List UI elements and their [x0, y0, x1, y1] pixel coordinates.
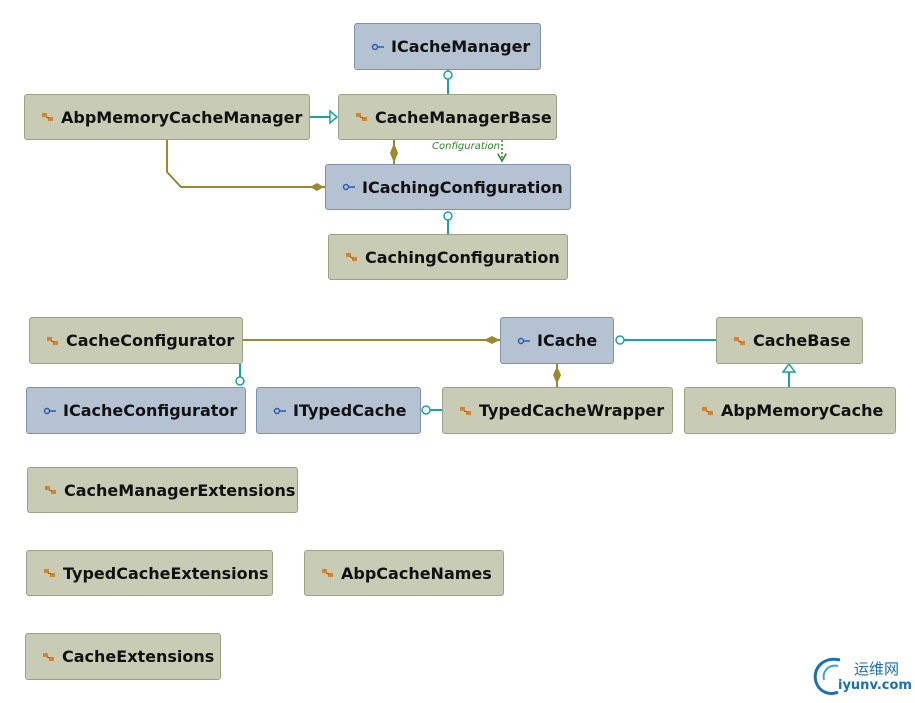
logo-swirl-icon: [813, 657, 841, 696]
node-cachemanagerextensions[interactable]: CacheManagerExtensions: [27, 467, 298, 513]
node-cachebase[interactable]: CacheBase: [716, 317, 863, 364]
edge-cachebase-icache: [615, 335, 716, 345]
node-label: CacheManagerExtensions: [64, 480, 296, 500]
node-label: CacheExtensions: [62, 647, 215, 666]
edge-cacheconfigurator-icache: [243, 336, 500, 344]
edge-cachingconfiguration-icachingconfiguration: [443, 211, 453, 234]
node-label: ICache: [537, 331, 598, 350]
node-label: AbpMemoryCache: [721, 401, 884, 420]
class-icon: [345, 251, 359, 263]
class-icon: [41, 111, 55, 123]
class-icon: [43, 567, 57, 579]
node-label: AbpMemoryCacheManager: [61, 107, 303, 127]
node-abpcachenames[interactable]: AbpCacheNames: [304, 550, 504, 596]
class-icon: [733, 335, 747, 347]
node-cachingconfiguration[interactable]: CachingConfiguration: [328, 234, 568, 280]
interface-icon: [371, 42, 385, 52]
node-label: CacheConfigurator: [66, 331, 235, 350]
node-label: AbpCacheNames: [341, 563, 492, 583]
edge-abpmemorycachemanager-icachingconfiguration: [166, 140, 325, 191]
edge-typedcachewrapper-icache: [553, 364, 561, 387]
logo-text-cn: 运维网: [854, 660, 900, 678]
node-label: CacheBase: [753, 331, 851, 350]
class-icon: [46, 335, 60, 347]
node-icacheconfigurator[interactable]: ICacheConfigurator: [26, 387, 246, 434]
node-itypedcache[interactable]: ITypedCache: [256, 387, 421, 434]
edge-abpmemorycache-cachebase: [781, 362, 797, 387]
class-icon: [42, 651, 56, 663]
class-icon: [701, 405, 715, 417]
logo-url: iyunv.com: [838, 678, 912, 693]
interface-icon: [273, 406, 287, 416]
edge-typedcachewrapper-itypedcache: [421, 405, 442, 415]
class-icon: [355, 111, 369, 123]
edge-cachemanagerbase-icachingconfiguration-composition: [390, 140, 398, 164]
watermark-logo: 运维网 iyunv.com: [810, 652, 915, 700]
class-icon: [321, 567, 335, 579]
node-cachemanagerbase[interactable]: CacheManagerBase: [338, 94, 557, 140]
node-abpmemorycache[interactable]: AbpMemoryCache: [684, 387, 896, 434]
node-label: CacheManagerBase: [375, 107, 552, 127]
node-cacheextensions[interactable]: CacheExtensions: [25, 633, 221, 680]
node-cacheconfigurator[interactable]: CacheConfigurator: [29, 317, 243, 364]
class-icon: [459, 405, 473, 417]
node-label: CachingConfiguration: [365, 247, 560, 267]
node-icache[interactable]: ICache: [500, 317, 614, 364]
interface-icon: [342, 182, 356, 192]
class-icon: [44, 484, 58, 496]
edge-cachemanagerbase-icachemanager: [443, 70, 453, 94]
dependency-label-configuration: Configuration: [432, 141, 500, 152]
edge-abpmemorycachemanager-cachemanagerbase: [310, 109, 339, 125]
node-abpmemorycachemanager[interactable]: AbpMemoryCacheManager: [24, 94, 310, 140]
node-label: ICachingConfiguration: [362, 177, 563, 197]
interface-icon: [517, 336, 531, 346]
interface-icon: [43, 406, 57, 416]
node-label: TypedCacheExtensions: [63, 563, 269, 583]
node-icachemanager[interactable]: ICacheManager: [354, 23, 541, 70]
node-label: ITypedCache: [293, 401, 407, 420]
edge-cacheconfigurator-icacheconfigurator: [235, 364, 245, 386]
node-label: ICacheManager: [391, 37, 531, 56]
node-label: TypedCacheWrapper: [479, 401, 665, 420]
node-icachingconfiguration[interactable]: ICachingConfiguration: [325, 164, 571, 210]
node-typedcachewrapper[interactable]: TypedCacheWrapper: [442, 387, 673, 434]
node-label: ICacheConfigurator: [63, 401, 238, 420]
node-typedcacheextensions[interactable]: TypedCacheExtensions: [26, 550, 273, 596]
